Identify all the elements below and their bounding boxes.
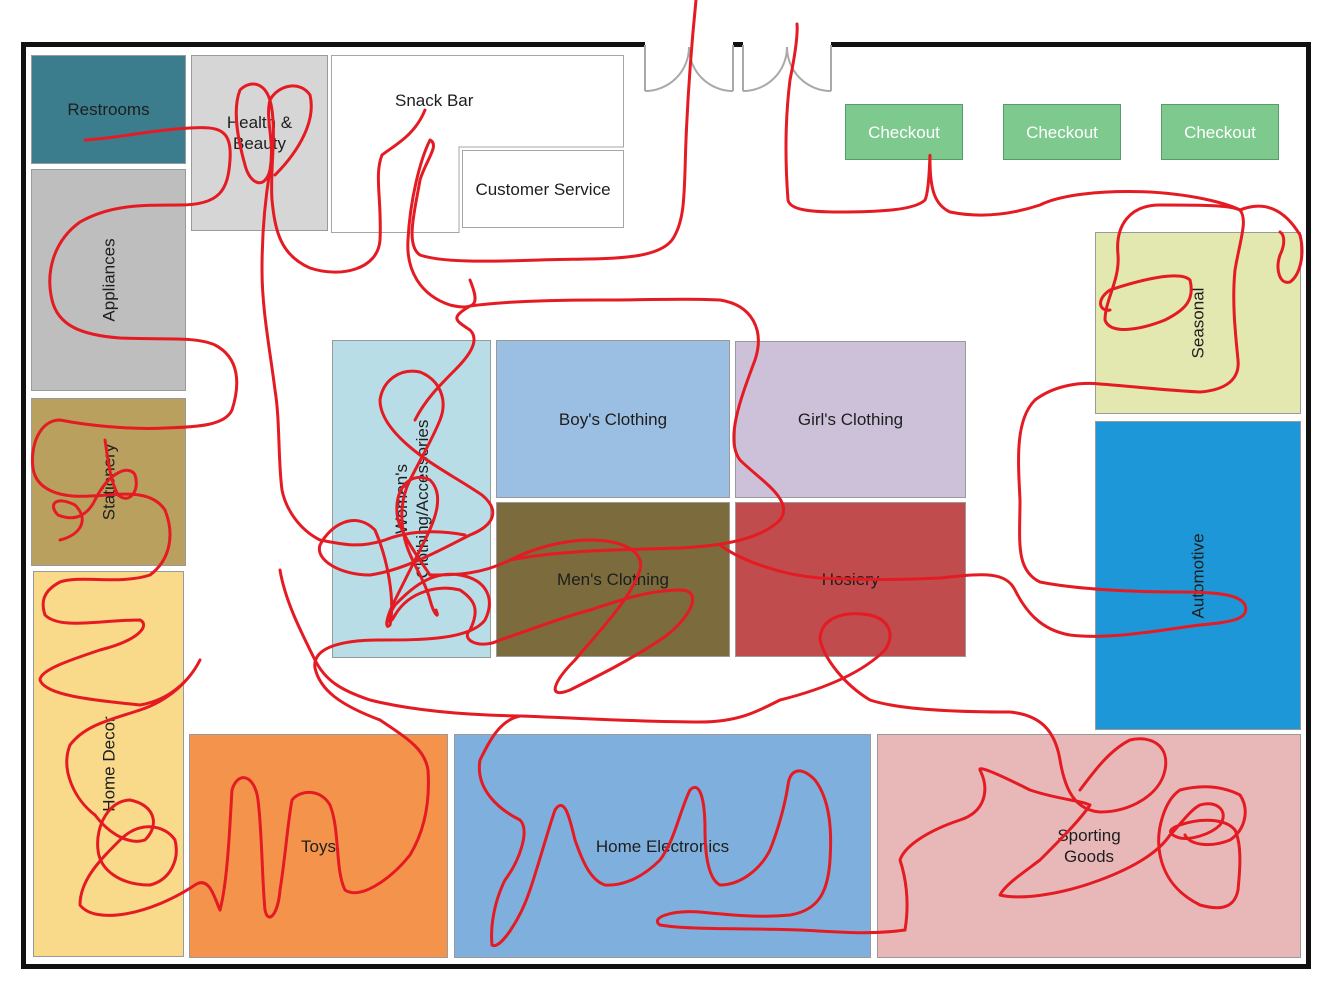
dept-stationery: Stationery	[31, 398, 186, 566]
dept-girls-clothing-label: Girl's Clothing	[797, 410, 904, 429]
checkout-counter-1: Checkout	[845, 104, 963, 160]
dept-home-electronics: Home Electronics	[454, 734, 871, 958]
wall-top-right	[831, 42, 1311, 47]
dept-sporting-goods-label: Sporting Goods	[1057, 826, 1121, 866]
checkout-label: Checkout	[1026, 122, 1098, 142]
dept-boys-clothing-label: Boy's Clothing	[558, 409, 668, 429]
dept-seasonal: Seasonal	[1095, 232, 1301, 414]
dept-restrooms: Restrooms	[31, 55, 186, 164]
dept-home-decor: Home Decor	[33, 571, 184, 957]
dept-seasonal-label: Seasonal	[1188, 287, 1208, 359]
wall-left	[21, 42, 26, 969]
dept-appliances-label: Appliances	[99, 238, 118, 322]
checkout-label: Checkout	[868, 122, 940, 142]
dept-customer-service-label: Customer Service	[475, 179, 611, 199]
checkout-label: Checkout	[1184, 122, 1256, 142]
wall-bottom	[21, 964, 1311, 969]
dept-hosiery-label: Hosiery	[821, 570, 880, 589]
dept-boys-clothing: Boy's Clothing	[496, 340, 730, 498]
dept-snack-bar-label: Snack Bar	[395, 91, 474, 110]
checkout-counter-2: Checkout	[1003, 104, 1121, 160]
dept-mens-clothing: Men's Clothing	[496, 502, 730, 657]
dept-restrooms-label: Restrooms	[67, 100, 150, 119]
dept-womens-clothing: Women's Clothing/Accessories	[332, 340, 491, 658]
dept-automotive-label: Automotive	[1188, 532, 1208, 619]
wall-right	[1306, 42, 1311, 969]
dept-home-electronics-label: Home Electronics	[595, 836, 730, 856]
wall-top-left	[21, 42, 645, 47]
dept-womens-clothing-label: Women's Clothing/Accessories	[391, 419, 432, 579]
dept-toys-label: Toys	[301, 836, 336, 856]
dept-toys: Toys	[189, 734, 448, 958]
dept-home-decor-label: Home Decor	[99, 716, 118, 812]
dept-girls-clothing: Girl's Clothing	[735, 341, 966, 498]
dept-health-beauty: Health & Beauty	[191, 55, 328, 231]
dept-mens-clothing-label: Men's Clothing	[557, 570, 669, 589]
checkout-counter-3: Checkout	[1161, 104, 1279, 160]
dept-customer-service: Customer Service	[462, 150, 624, 228]
dept-automotive: Automotive	[1095, 421, 1301, 730]
dept-hosiery: Hosiery	[735, 502, 966, 657]
wall-top-middle	[733, 42, 743, 47]
dept-health-beauty-label: Health & Beauty	[226, 113, 293, 153]
dept-stationery-label: Stationery	[99, 443, 118, 521]
dept-appliances: Appliances	[31, 169, 186, 391]
dept-sporting-goods: Sporting Goods	[877, 734, 1301, 958]
